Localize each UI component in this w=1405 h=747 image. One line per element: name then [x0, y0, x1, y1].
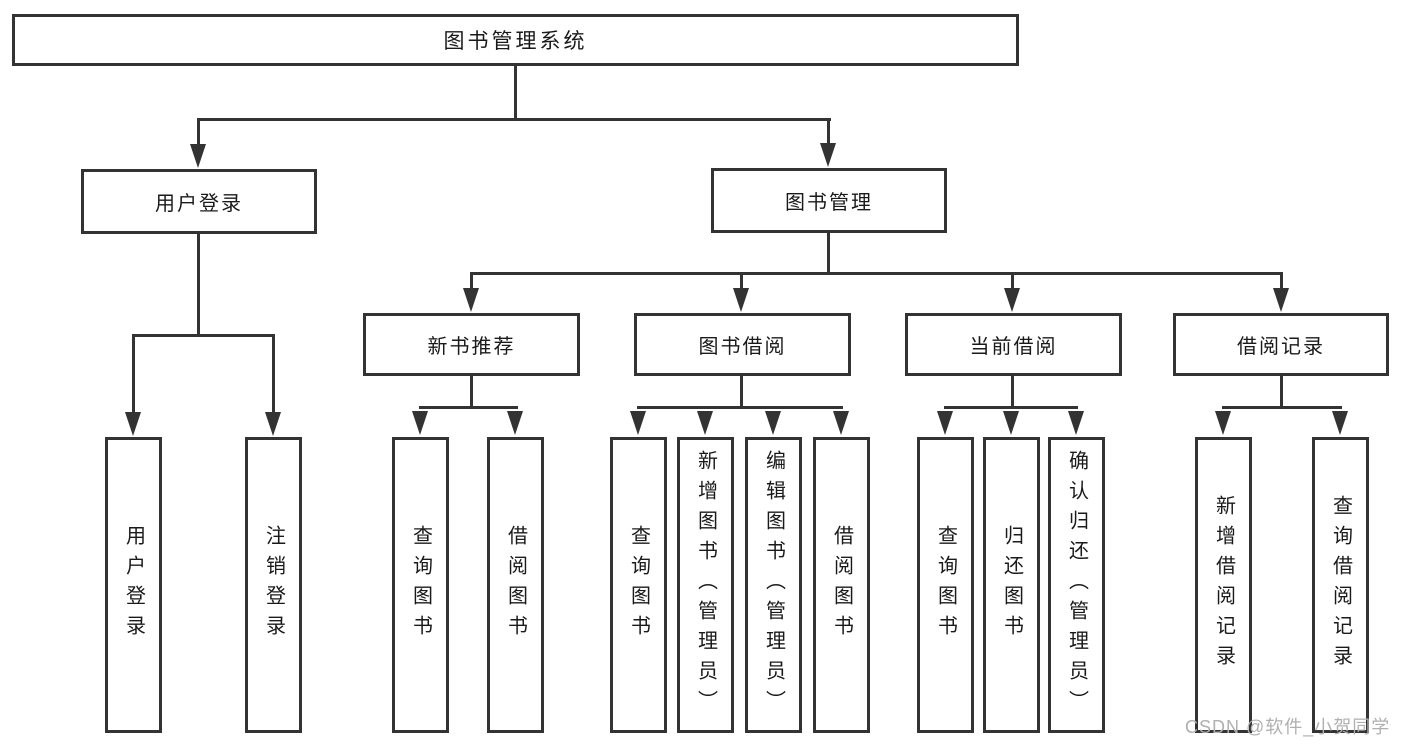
- arrow-down-icon: [1332, 411, 1348, 435]
- arrow-down-icon: [125, 412, 141, 436]
- leaf-borrow-book: 借阅图书: [813, 437, 870, 733]
- node-current-borrow: 当前借阅: [905, 313, 1122, 376]
- leaf-query-borrow-record-label: 查询借阅记录: [1329, 495, 1352, 675]
- node-new-book-recommend: 新书推荐: [363, 313, 580, 376]
- arrow-down-icon: [937, 411, 953, 435]
- connector-line: [1280, 272, 1283, 290]
- leaf-user-login-label: 用户登录: [122, 525, 145, 645]
- leaf-logout: 注销登录: [245, 437, 302, 733]
- connector-line: [470, 272, 1283, 275]
- arrow-down-icon: [507, 411, 523, 435]
- leaf-query-book-recommend: 查询图书: [392, 437, 449, 733]
- connector-line: [514, 66, 517, 119]
- connector-line: [827, 118, 830, 146]
- connector-line: [1011, 376, 1014, 409]
- leaf-query-book-borrow: 查询图书: [610, 437, 667, 733]
- node-current-borrow-label: 当前借阅: [969, 336, 1058, 358]
- leaf-add-borrow-record: 新增借阅记录: [1195, 437, 1252, 733]
- leaf-return-book: 归还图书: [983, 437, 1040, 733]
- node-new-book-recommend-label: 新书推荐: [427, 336, 516, 358]
- arrow-down-icon: [630, 411, 646, 435]
- arrow-down-icon: [833, 411, 849, 435]
- csdn-watermark: CSDN @软件_小贺同学: [1185, 717, 1391, 737]
- leaf-borrow-book-recommend-label: 借阅图书: [504, 525, 527, 645]
- arrow-down-icon: [190, 144, 206, 168]
- connector-line: [197, 118, 831, 121]
- arrow-down-icon: [1003, 411, 1019, 435]
- arrow-down-icon: [265, 412, 281, 436]
- leaf-add-borrow-record-label: 新增借阅记录: [1212, 495, 1235, 675]
- connector-line: [132, 334, 135, 412]
- connector-line: [132, 334, 275, 337]
- node-book-management-label: 图书管理: [785, 192, 873, 214]
- arrow-down-icon: [733, 288, 749, 312]
- leaf-query-book-current-label: 查询图书: [934, 525, 957, 645]
- node-root-label: 图书管理系统: [443, 30, 588, 53]
- connector-line: [419, 406, 518, 409]
- leaf-query-book-borrow-label: 查询图书: [627, 525, 650, 645]
- leaf-user-login: 用户登录: [105, 437, 162, 733]
- leaf-add-book-admin-label: 新增图书（管理员）: [694, 450, 717, 720]
- leaf-confirm-return-admin: 确认归还（管理员）: [1048, 437, 1105, 733]
- connector-line: [637, 406, 843, 409]
- connector-line: [827, 233, 830, 275]
- connector-line: [272, 334, 275, 412]
- connector-line: [1011, 272, 1014, 290]
- arrow-down-icon: [820, 143, 836, 167]
- connector-line: [197, 234, 200, 337]
- connector-line: [1280, 376, 1283, 409]
- node-borrow-records: 借阅记录: [1173, 313, 1389, 376]
- arrow-down-icon: [412, 411, 428, 435]
- node-root-library-system: 图书管理系统: [12, 14, 1019, 66]
- leaf-borrow-book-label: 借阅图书: [830, 525, 853, 645]
- leaf-return-book-label: 归还图书: [1000, 525, 1023, 645]
- connector-line: [470, 272, 473, 290]
- arrow-down-icon: [1004, 288, 1020, 312]
- node-book-borrow-label: 图书借阅: [698, 336, 787, 358]
- arrow-down-icon: [697, 411, 713, 435]
- leaf-add-book-admin: 新增图书（管理员）: [677, 437, 734, 733]
- leaf-query-book-recommend-label: 查询图书: [409, 525, 432, 645]
- leaf-logout-label: 注销登录: [262, 525, 285, 645]
- arrow-down-icon: [1068, 411, 1084, 435]
- leaf-edit-book-admin-label: 编辑图书（管理员）: [762, 450, 785, 720]
- connector-line: [197, 118, 200, 146]
- leaf-edit-book-admin: 编辑图书（管理员）: [745, 437, 802, 733]
- connector-line: [470, 376, 473, 409]
- connector-line: [944, 406, 1078, 409]
- leaf-borrow-book-recommend: 借阅图书: [487, 437, 544, 733]
- connector-line: [1222, 406, 1342, 409]
- arrow-down-icon: [1215, 411, 1231, 435]
- connector-line: [740, 376, 743, 409]
- node-book-borrow: 图书借阅: [634, 313, 851, 376]
- connector-line: [740, 272, 743, 290]
- leaf-query-borrow-record: 查询借阅记录: [1312, 437, 1369, 733]
- node-book-management: 图书管理: [711, 168, 947, 233]
- leaf-query-book-current: 查询图书: [917, 437, 974, 733]
- arrow-down-icon: [463, 288, 479, 312]
- node-user-login: 用户登录: [81, 169, 317, 234]
- arrow-down-icon: [765, 411, 781, 435]
- node-borrow-records-label: 借阅记录: [1237, 336, 1325, 358]
- arrow-down-icon: [1273, 288, 1289, 312]
- node-user-login-label: 用户登录: [155, 193, 243, 215]
- leaf-confirm-return-admin-label: 确认归还（管理员）: [1065, 450, 1088, 720]
